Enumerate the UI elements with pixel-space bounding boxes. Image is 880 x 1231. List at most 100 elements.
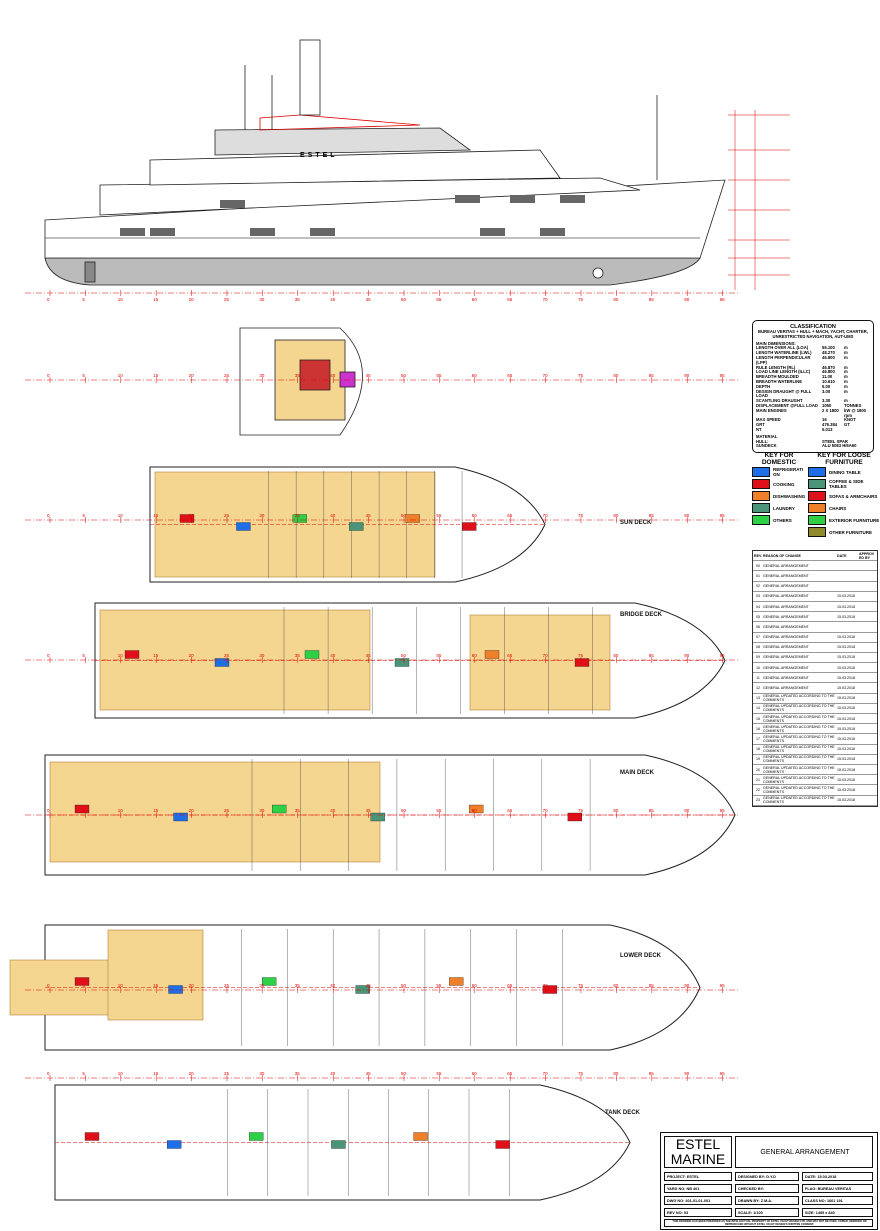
frame-number: 45: [366, 373, 372, 378]
key-item: COFFEE & SIDE TABLES: [808, 478, 880, 490]
key-item: DINING TABLE: [808, 466, 880, 478]
revision-cell: 20: [756, 767, 760, 772]
dimension-cell: DISPLACEMENT @FULL LOAD: [756, 402, 818, 408]
frame-number: 90: [684, 373, 690, 378]
key-item: LAUNDRY: [752, 502, 806, 514]
frame-number: 90: [684, 983, 690, 988]
frame-number: 40: [330, 653, 336, 658]
frame-number: 60: [472, 808, 478, 813]
furniture: [74, 804, 90, 814]
deck-plan-tank: [54, 1084, 631, 1201]
frame-number: 70: [543, 297, 549, 302]
frame-number: 20: [189, 1071, 195, 1076]
window: [250, 228, 275, 236]
frame-number: 5: [82, 513, 85, 518]
top-view: [239, 327, 363, 436]
drawing-title: GENERAL ARRANGEMENT: [735, 1136, 873, 1168]
project: PROJECT: ESTEL: [664, 1172, 732, 1181]
revision-cell: 15.03.2018: [837, 767, 855, 772]
bridge-superstructure: [149, 149, 561, 186]
revision-cell: GENERAL UPDATED ACCORDING TO THE COMMENT…: [763, 796, 835, 805]
revision-cell: 15.03.2018: [837, 757, 855, 762]
frame-number: 0: [47, 513, 50, 518]
frame-number: 40: [330, 1071, 336, 1076]
frame-number: 40: [330, 513, 336, 518]
revision-cell: 15.03.2018: [837, 716, 855, 721]
frame-number: 40: [330, 297, 336, 302]
frame-number: 10: [118, 983, 124, 988]
frame-number: 15: [153, 373, 159, 378]
furniture: [292, 514, 308, 523]
frame-number: 10: [118, 513, 124, 518]
frame-number: 80: [613, 297, 619, 302]
key-label: OTHERS: [773, 517, 792, 523]
dimension-cell: 46.800: [822, 354, 835, 360]
frame-number: 50: [401, 1071, 407, 1076]
revision-cell: 16: [756, 726, 760, 731]
frame-number: 65: [507, 808, 513, 813]
dimension-cell: m: [844, 383, 848, 389]
revision-cell: 14: [756, 706, 760, 711]
revision-cell: 15.03.2018: [837, 736, 855, 741]
scale: SCALE: 1/100: [735, 1208, 799, 1217]
frame-number: 25: [224, 653, 230, 658]
yard-no: YARD NO: NB 401: [664, 1184, 732, 1193]
frame-number: 35: [295, 983, 301, 988]
furniture: [214, 658, 230, 667]
key-item: CHAIRS: [808, 502, 880, 514]
dimension-cell: LENGTH PERPENDICULAR (LPP): [756, 354, 811, 365]
frame-number: 75: [578, 513, 584, 518]
revision-cell: GENERAL ARRANGEMENT: [763, 655, 809, 660]
color-swatch: [752, 467, 770, 477]
date-header: DATE: [837, 553, 847, 558]
side-profile: [44, 39, 726, 286]
color-swatch: [808, 491, 826, 501]
key-domestic-title: KEY FOR DOMESTIC: [761, 452, 797, 466]
frame-number: 65: [507, 653, 513, 658]
key-label: DINING TABLE: [829, 469, 861, 475]
window: [540, 228, 565, 236]
dimension-cell: SCANTLING DRAUGHT: [756, 398, 803, 404]
dimension-cell: GRT: [756, 422, 765, 428]
dimension-cell: 5.00: [822, 383, 831, 389]
frame-number: 25: [224, 373, 230, 378]
revision-cell: 17: [756, 736, 760, 741]
revision-cell: 15.03.2018: [837, 665, 855, 670]
flag: FLAG: BUREAU VERITAS: [802, 1184, 873, 1193]
frame-number: 95: [720, 808, 726, 813]
frame-number: 50: [401, 513, 407, 518]
frame-number: 55: [436, 1071, 442, 1076]
frame-number: 85: [649, 373, 655, 378]
revision-cell: 03: [756, 594, 760, 599]
color-swatch: [808, 467, 826, 477]
frame-number: 75: [578, 1071, 584, 1076]
frame-number: 55: [436, 297, 442, 302]
frame-number: 25: [224, 983, 230, 988]
dimension-cell: m: [844, 354, 848, 360]
key-label: SOFAS & ARMCHAIRS: [829, 493, 878, 499]
frame-number: 15: [153, 653, 159, 658]
class-notation: BUREAU VERITAS + HULL + MACH, YACHT, CHA…: [758, 329, 868, 339]
key-label: OTHER FURNITURE: [829, 529, 872, 535]
key-label: EXTERIOR FURNITURE: [829, 517, 880, 523]
frame-number: 70: [543, 808, 549, 813]
frame-number: 10: [118, 808, 124, 813]
frame-number: 90: [684, 808, 690, 813]
revision-cell: GENERAL UPDATED ACCORDING TO THE COMMENT…: [763, 694, 835, 703]
frame-number: 80: [613, 373, 619, 378]
date: DATE: 15.03.2018: [802, 1172, 873, 1181]
color-swatch: [808, 479, 826, 489]
